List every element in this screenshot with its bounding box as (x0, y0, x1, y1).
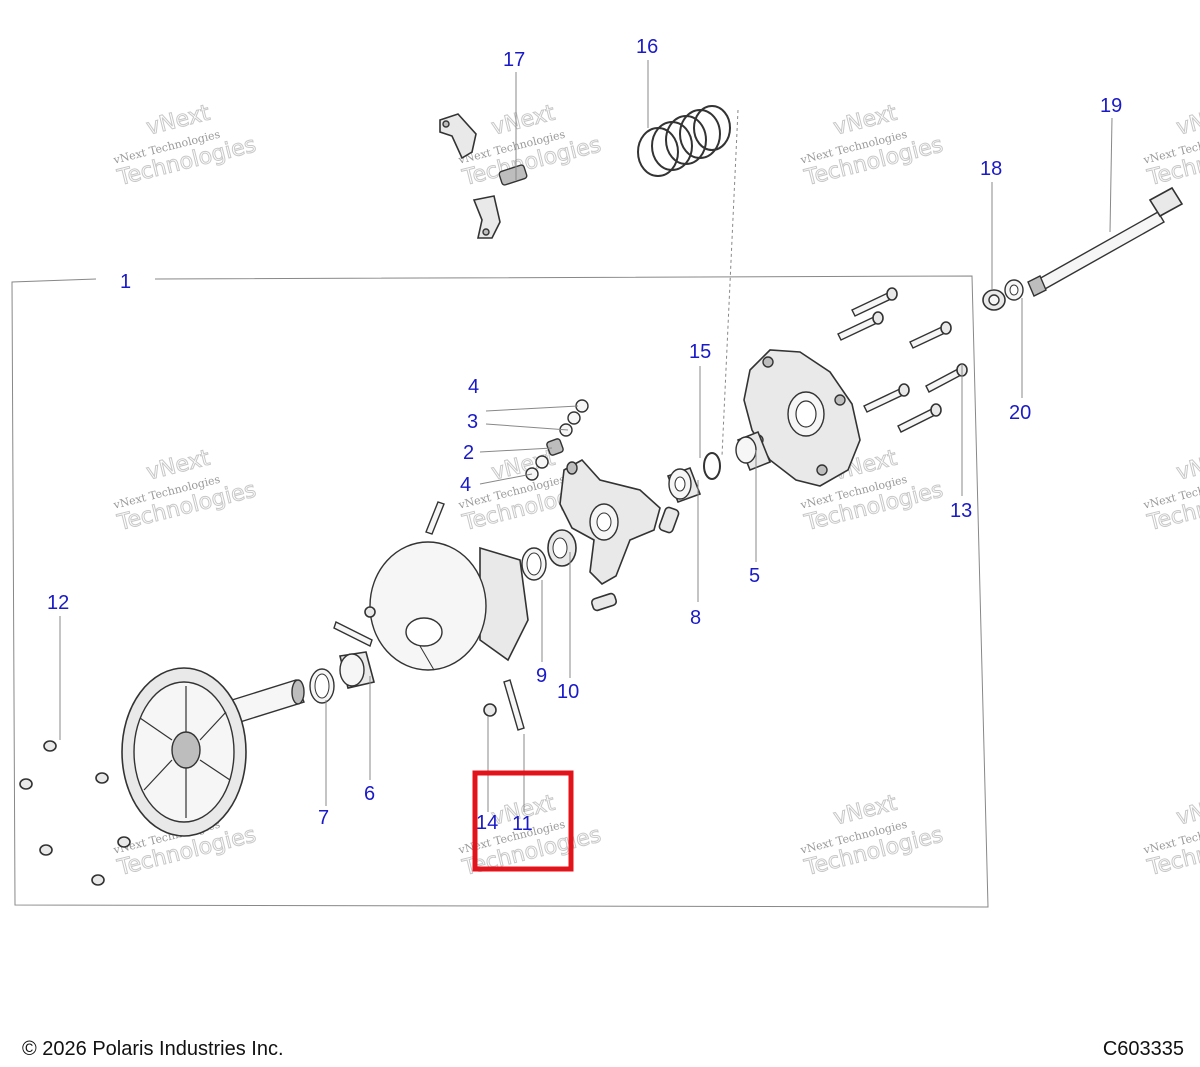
part-16-spring[interactable] (637, 105, 731, 177)
part-moveable-sheave[interactable] (369, 541, 529, 671)
part-15-snap-ring[interactable] (703, 452, 721, 480)
part-6-bushing[interactable] (339, 651, 375, 689)
copyright-text: © 2026 Polaris Industries Inc. (22, 1038, 284, 1060)
part-small-fasteners[interactable] (333, 606, 525, 731)
part-13-bolts[interactable] (837, 287, 968, 433)
callout-20[interactable]: 20 (1009, 402, 1031, 424)
part-spider[interactable] (559, 458, 661, 585)
watermark-text: vNext (1174, 446, 1200, 486)
part-20-washer[interactable] (1004, 279, 1024, 301)
diagram-code: C603335 (1102, 1038, 1184, 1060)
watermark: vNext vNext Technologies Technologies (1141, 790, 1200, 882)
watermark: vNext vNext Technologies Technologies (798, 100, 946, 192)
watermark: vNext vNext Technologies Technologies (1141, 445, 1200, 537)
assembly-outline (11, 275, 989, 908)
callout-4[interactable]: 4 (460, 474, 471, 496)
callout-3[interactable]: 3 (467, 411, 478, 433)
callout-17[interactable]: 17 (503, 49, 525, 71)
callout-19[interactable]: 19 (1100, 95, 1122, 117)
watermark-text: vNext (1174, 791, 1200, 831)
part-roller-pins[interactable] (590, 506, 680, 612)
callout-labels: 1 2 3 4 4 5 6 7 8 9 10 11 12 13 14 15 16… (47, 36, 1122, 835)
callout-5[interactable]: 5 (749, 565, 760, 587)
part-19-bolt[interactable] (1027, 186, 1184, 297)
exploded-parts-diagram: vNext vNext Technologies Technologies vN… (11, 36, 1200, 908)
part-pin[interactable] (425, 501, 445, 535)
watermark-text: vNext (1174, 101, 1200, 141)
part-8-bearing[interactable] (666, 466, 702, 504)
callout-14[interactable]: 14 (476, 812, 498, 834)
callout-1[interactable]: 1 (120, 271, 131, 293)
watermark: vNext vNext Technologies Technologies (1141, 100, 1200, 192)
watermark: vNext vNext Technologies Technologies (111, 445, 259, 537)
callout-2[interactable]: 2 (463, 442, 474, 464)
watermark: vNext vNext Technologies Technologies (111, 100, 259, 192)
leader-lines (59, 60, 1113, 812)
callout-9[interactable]: 9 (536, 665, 547, 687)
part-5-bushing[interactable] (735, 430, 772, 472)
callout-7[interactable]: 7 (318, 807, 329, 829)
callout-8[interactable]: 8 (690, 607, 701, 629)
callout-11[interactable]: 11 (512, 813, 533, 835)
callout-16[interactable]: 16 (636, 36, 658, 58)
part-12-screws[interactable] (19, 740, 131, 886)
part-10-seal[interactable] (547, 529, 577, 567)
part-7-ring[interactable] (309, 668, 335, 704)
part-fixed-sheave[interactable] (121, 667, 305, 837)
callout-12[interactable]: 12 (47, 592, 69, 614)
callout-13[interactable]: 13 (950, 500, 972, 522)
callout-10[interactable]: 10 (557, 681, 579, 703)
highlight-box (472, 770, 574, 872)
callout-15[interactable]: 15 (689, 341, 711, 363)
part-9-ring[interactable] (521, 547, 547, 581)
watermark: vNext vNext Technologies Technologies (798, 790, 946, 882)
part-18-nut[interactable] (982, 289, 1006, 311)
watermark-group: vNext vNext Technologies Technologies vN… (111, 100, 1200, 882)
part-17-weights[interactable] (439, 113, 528, 239)
callout-4[interactable]: 4 (468, 376, 479, 398)
callout-18[interactable]: 18 (980, 158, 1002, 180)
callout-6[interactable]: 6 (364, 783, 375, 805)
